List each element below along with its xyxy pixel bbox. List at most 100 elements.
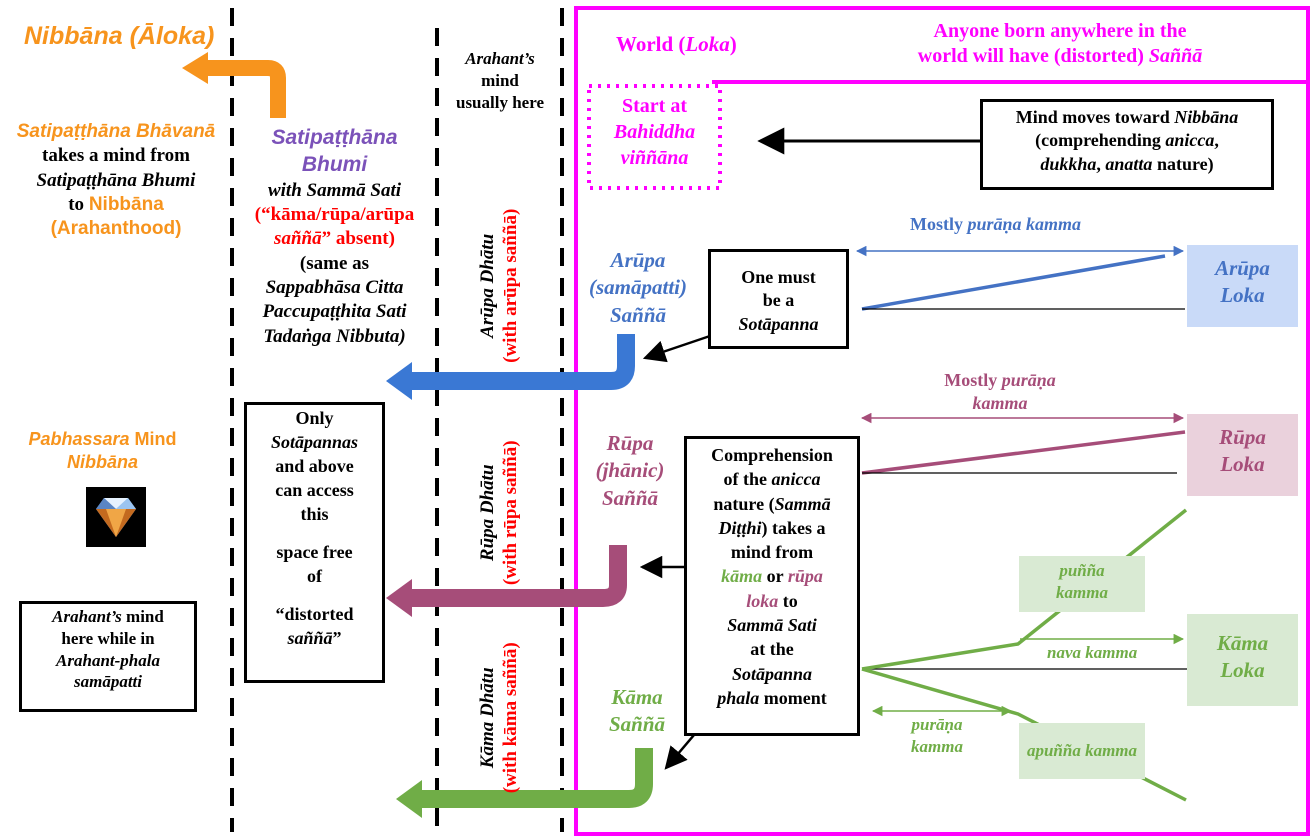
pabhassara-nibbana: Nibbāna	[66, 452, 138, 473]
arupa-sanna-l3: Saññā	[609, 302, 667, 327]
arahant-phala-line-2: here while in	[61, 628, 155, 648]
satipatthana-bhavana-line2: takes a mind from	[42, 145, 190, 167]
arahanthood-label: (Arahanthood)	[50, 218, 182, 240]
comp-l7: loka to	[687, 589, 857, 613]
world-loka-title: World (Loka)	[616, 32, 737, 57]
rupa-dhatu-label: Rūpa Dhātu (with rūpa saññā)	[477, 403, 523, 623]
kama-dhatu-label: Kāma Dhātu (with kāma saññā)	[477, 603, 523, 833]
mind-moves-line-1: Mind moves toward Nibbāna	[983, 106, 1271, 129]
start-at-line: Start at	[622, 95, 687, 117]
comp-loka: loka	[746, 590, 779, 611]
diamond-icon-graphic	[96, 498, 136, 537]
world-title-c: )	[729, 32, 737, 56]
rupa-sanna-l1: Rūpa	[606, 431, 654, 455]
one-must-line: One must	[741, 267, 816, 287]
rupa-kamma-label: Mostly purāṇa kamma	[920, 369, 1080, 414]
green-arrow	[420, 748, 653, 808]
this-line: this	[300, 503, 329, 524]
purana-kamma-label: purāṇa kamma	[882, 714, 992, 758]
sappabhasa-citta-line: Sappabhāsa Citta	[265, 277, 404, 298]
arahant-phala-mind: mind	[126, 607, 164, 626]
arupa-rising-line	[861, 254, 1166, 311]
comp-or: or	[762, 566, 788, 587]
arupa-loka-box: Arūpa Loka	[1187, 245, 1298, 327]
comp-ditthi: Diṭṭhi	[718, 517, 762, 538]
punna-kamma-line	[861, 508, 1188, 671]
mind-moves-1a: Mind moves toward	[1015, 107, 1175, 127]
distorted-sanna-word: saññā	[287, 627, 333, 648]
distorted-sanna-line: saññā”	[247, 627, 382, 651]
comp-samma: Sammā	[774, 493, 831, 514]
kama-sanna-l1: Kāma	[611, 685, 663, 709]
of-line: of	[307, 565, 322, 586]
comp-l11: phala moment	[687, 686, 857, 710]
world-title-loka: Loka	[685, 32, 730, 56]
comp-phala: phala	[717, 687, 760, 708]
paccupatthita-sati-line: Paccupaṭṭhita Sati	[262, 301, 407, 323]
only-sotapannas-box: Only Sotāpannas and above can access thi…	[244, 402, 385, 683]
pabhassara-line: Pabhassara Mind	[0, 428, 205, 451]
satipatthana-bhavana-line4: to Nibbāna	[0, 193, 232, 217]
satipatthana-bhavana-title: Satipaṭṭhāna Bhāvanā	[16, 121, 216, 142]
purana-l1: purāṇa	[911, 715, 963, 734]
comp-to: to	[778, 590, 798, 611]
world-frame	[574, 6, 1310, 836]
arupa-kamma-label: Mostly purāṇa kamma	[910, 214, 1081, 235]
comp-l4: Diṭṭhi) takes a	[687, 516, 857, 540]
kama-sanna-l2: Saññā	[608, 712, 666, 737]
can-access-line: can access	[275, 479, 354, 500]
tadanga-nibbuta-line: Tadaṅga Nibbuta)	[263, 325, 406, 347]
vinnana-line: viññāna	[620, 147, 689, 169]
apunna-kamma-box: apuñña kamma	[1019, 723, 1145, 779]
start-box-frame	[587, 84, 722, 190]
be-a-line: be a	[762, 290, 795, 311]
sotapannas-line: Sotāpannas	[270, 431, 359, 452]
satipatthana-bhavana-text: Satipaṭṭhāna Bhāvanā takes a mind from S…	[0, 120, 232, 242]
rupa-dhatu-sub: (with rūpa saññā)	[500, 440, 521, 586]
comp-l8: Sammā Sati	[727, 615, 817, 636]
comp-l10: Sotāpanna	[731, 663, 813, 684]
nibbana-word: Nibbāna	[88, 193, 164, 215]
kama-dhatu-name: Kāma Dhātu	[477, 667, 499, 769]
world-header-line-1: Anyone born anywhere in the	[933, 20, 1187, 42]
rupa-sanna-l2: (jhānic)	[595, 458, 665, 483]
comprehension-box: Comprehension of the anicca nature (Samm…	[684, 436, 860, 736]
sotapanna-word: Sotāpanna	[738, 313, 819, 334]
arahant-phala-line-4: samāpatti	[73, 672, 142, 692]
mind-moves-anicca: anicca	[1165, 130, 1215, 151]
arupa-purana-kamma: purāṇa kamma	[967, 214, 1082, 234]
close-quote: ”	[332, 627, 342, 648]
satipatthana-bhumi-title-2: Bhumi	[301, 152, 368, 176]
purana-l2: kamma	[911, 737, 963, 757]
arupa-dhatu-label: Arūpa Dhātu (with arūpa saññā)	[477, 166, 523, 406]
mind-moves-nature: nature)	[1152, 153, 1214, 174]
comp-moment: moment	[759, 687, 827, 708]
punna-l1: puñña	[1059, 561, 1105, 580]
punna-l2: kamma	[1056, 583, 1108, 603]
comp-l3: nature (Sammā	[687, 492, 857, 516]
rupa-kamma-line-1: Mostly purāṇa	[920, 369, 1080, 392]
arahant-phala-box: Arahant’s mind here while in Arahant-pha…	[19, 601, 197, 712]
comp-l1: Comprehension	[711, 445, 833, 465]
world-header-sanna: Saññā	[1148, 45, 1203, 67]
rupa-loka-l1: Rūpa	[1219, 425, 1266, 449]
kama-loka-box: Kāma Loka	[1187, 614, 1298, 706]
comp-l5: mind from	[730, 542, 814, 563]
mind-moves-line-3: dukkha, anatta nature)	[983, 153, 1271, 176]
mind-moves-nibbana: Nibbāna	[1174, 107, 1239, 127]
comp-l9: at the	[750, 639, 794, 660]
arupa-sanna-label: Arūpa (samāpatti) Saññā	[588, 247, 688, 329]
kama-sanna-label: Kāma Saññā	[587, 684, 687, 739]
pabhassara-mind-label: Pabhassara Mind Nibbāna	[0, 428, 205, 474]
arupa-dhatu-name: Arūpa Dhātu	[477, 233, 499, 338]
rupa-purana: purāṇa	[1001, 370, 1056, 390]
sotapanna-arrow	[642, 334, 711, 363]
space-free-line: space free	[276, 541, 353, 562]
comp-l4b: ) takes a	[761, 517, 826, 538]
arahant-word: Arahant’s	[465, 49, 535, 68]
arahant-phala-word: Arahant’s	[52, 607, 122, 626]
rupa-loka-box: Rūpa Loka	[1187, 414, 1298, 496]
comp-rupa: rūpa	[787, 566, 823, 587]
sotapanna-box: One must be a Sotāpanna	[708, 249, 849, 349]
